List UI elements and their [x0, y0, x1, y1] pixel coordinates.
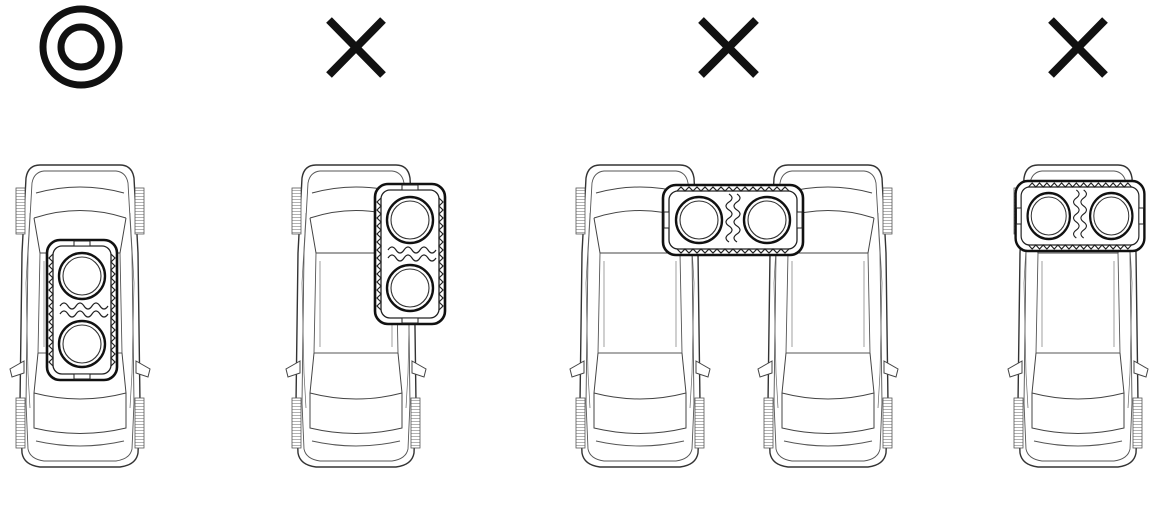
- double-circle-icon: [39, 5, 123, 89]
- roof-carrier: [661, 183, 805, 257]
- roof-carrier: [45, 238, 119, 382]
- roof-carrier: [1014, 179, 1146, 253]
- cross-icon: [1048, 17, 1108, 78]
- cross-icon: [698, 17, 759, 78]
- roof-carrier: [373, 182, 447, 326]
- cross-icon: [326, 17, 386, 78]
